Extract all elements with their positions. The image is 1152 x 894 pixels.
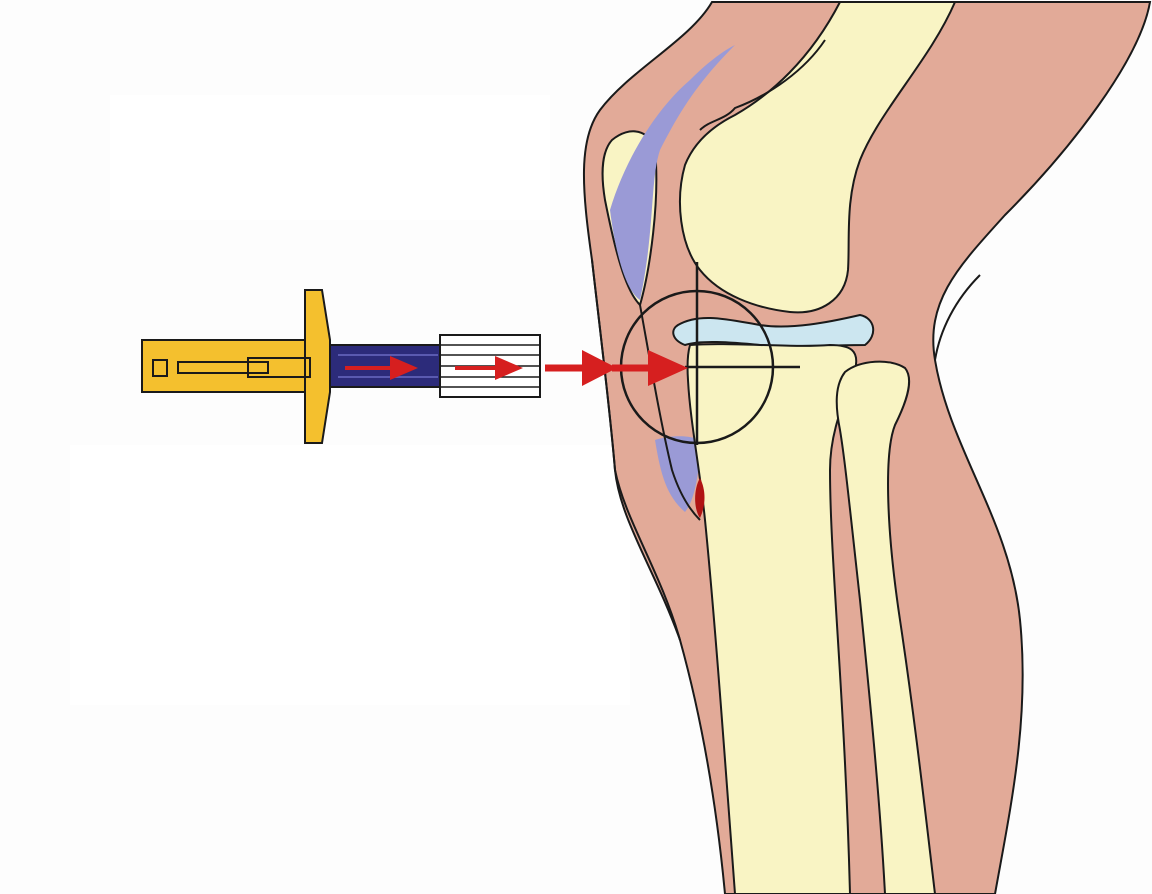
background-panel-bottom xyxy=(70,445,630,705)
background-panel-top xyxy=(110,95,550,220)
syringe-barrel xyxy=(142,340,328,392)
syringe-flange xyxy=(305,290,330,443)
